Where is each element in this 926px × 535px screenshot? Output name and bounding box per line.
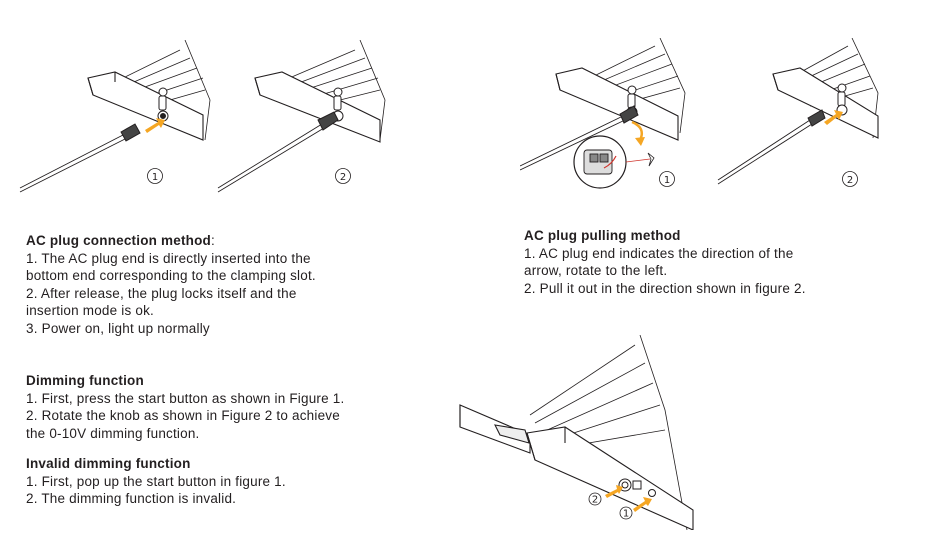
connection-figure-1: 1 xyxy=(19,40,211,193)
dimming-figure: 2 1 xyxy=(459,335,694,530)
title-colon: : xyxy=(211,233,215,248)
invalid-dimming-section: Invalid dimming function 1. First, pop u… xyxy=(26,455,446,508)
section-title: AC plug connection method xyxy=(26,233,211,248)
instruction-line: 2. Rotate the knob as shown in Figure 2 … xyxy=(26,408,340,423)
section-title: Dimming function xyxy=(26,373,144,388)
connection-section: AC plug connection method: 1. The AC plu… xyxy=(26,232,446,337)
instruction-line: 2. After release, the plug locks itself … xyxy=(26,285,297,301)
section-title: Invalid dimming function xyxy=(26,456,191,471)
figure-number-2: 2 xyxy=(592,495,598,506)
instruction-line: 1. First, press the start button as show… xyxy=(26,390,345,406)
pulling-section: AC plug pulling method 1. AC plug end in… xyxy=(524,227,914,297)
instruction-line: 2. Pull it out in the direction shown in… xyxy=(524,280,806,296)
connection-figure-2: 2 xyxy=(217,40,386,193)
instruction-line: arrow, rotate to the left. xyxy=(524,263,668,278)
figure-number-2: 2 xyxy=(340,172,346,183)
dimming-section: Dimming function 1. First, press the sta… xyxy=(26,372,446,442)
instruction-line: 1. First, pop up the start button in fig… xyxy=(26,473,286,489)
figure-number-1: 1 xyxy=(664,175,670,186)
figure-number-1: 1 xyxy=(152,172,158,183)
pulling-figure-1: 1 xyxy=(520,38,686,189)
figure-number-1: 1 xyxy=(623,509,629,520)
instruction-line: 1. The AC plug end is directly inserted … xyxy=(26,250,311,266)
instruction-line: the 0-10V dimming function. xyxy=(26,425,200,441)
section-title: AC plug pulling method xyxy=(524,228,681,243)
figure-number-2: 2 xyxy=(847,175,853,186)
instruction-line: insertion mode is ok. xyxy=(26,303,155,318)
instruction-line: 3. Power on, light up normally xyxy=(26,320,210,336)
pulling-figure-2: 2 xyxy=(717,38,879,187)
instruction-line: 2. The dimming function is invalid. xyxy=(26,491,237,506)
instruction-line: bottom end corresponding to the clamping… xyxy=(26,268,316,283)
instruction-line: 1. AC plug end indicates the direction o… xyxy=(524,245,794,261)
